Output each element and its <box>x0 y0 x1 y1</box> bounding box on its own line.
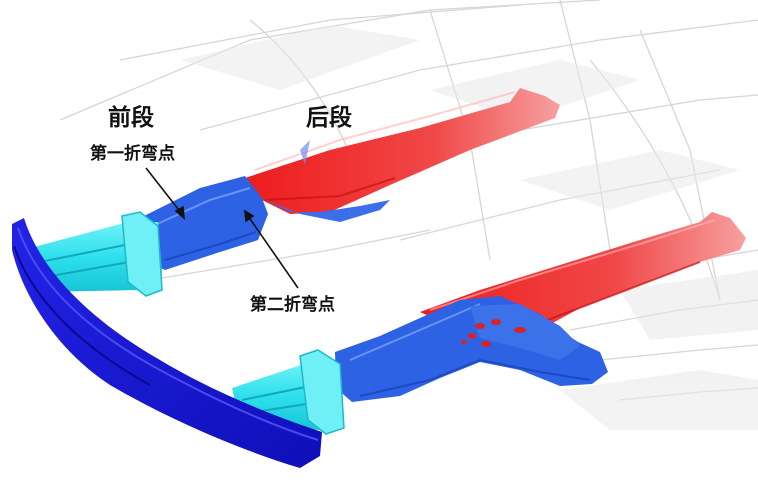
bumper-beam <box>12 218 322 468</box>
second-bend-arrow <box>247 215 299 289</box>
second-bend-arrowhead <box>244 209 255 223</box>
upper-rail-front-section <box>140 140 390 270</box>
upper-crash-box <box>30 211 163 297</box>
second-bend-point-label: 第二折弯点 <box>250 295 335 315</box>
upper-rail-rear-section <box>245 88 560 214</box>
first-bend-point-label: 第一折弯点 <box>90 144 175 164</box>
rear-section-label: 后段 <box>306 105 352 131</box>
first-bend-arrowhead <box>174 205 185 220</box>
first-bend-arrow <box>145 167 183 215</box>
lower-rail-front-section <box>335 296 608 402</box>
front-section-label: 前段 <box>108 105 154 131</box>
stress-hotspot-marks <box>461 319 526 347</box>
annotation-arrows <box>145 167 299 289</box>
background-panels <box>180 25 758 430</box>
